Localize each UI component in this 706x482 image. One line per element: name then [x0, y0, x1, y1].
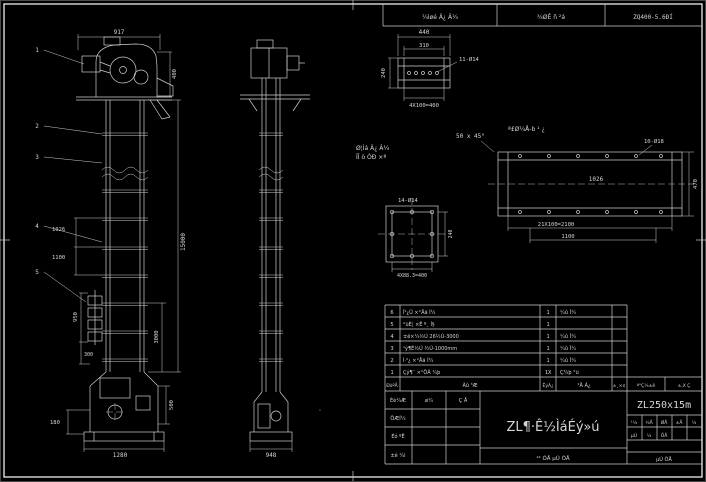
balloon-1: 1 — [35, 47, 39, 54]
dim-400: 400 — [172, 69, 178, 79]
sig-check: Éó ºË — [391, 432, 404, 440]
bom-name: ¹ý¶É½Ú ½Ú-1000mm — [403, 344, 457, 352]
bom-qty: 1 — [546, 310, 549, 316]
bom-mat: ¼û Í¼ — [560, 333, 576, 340]
bom-no: 1 — [390, 370, 393, 376]
balloon-5: 5 — [35, 269, 39, 276]
front-view: 917 400 15000 3000 1026 1100 950 300 500… — [35, 29, 187, 459]
bom-header-mark: ª°Ç¼±ê — [637, 382, 656, 389]
balloon-4: 4 — [35, 223, 39, 230]
bom-qty: 1X — [545, 370, 552, 376]
bom-qty: 1 — [546, 358, 549, 364]
header-cell-1: ¼ìøé Ä¿ Â¼ — [422, 14, 458, 21]
note-line-1: Ø¦Ìá Ä¿ Â¼ — [356, 145, 389, 152]
dim-21x100: 21X100=2100 — [538, 222, 574, 228]
bom-header-no: ÐòºÅ — [386, 382, 398, 389]
dim-1100-plate: 1100 — [561, 234, 574, 240]
grid-cell: ÕÅ — [661, 432, 669, 439]
balloon-2: 2 — [35, 123, 39, 130]
side-view: 948 · — [240, 39, 322, 459]
dim-4x100: 4X100=400 — [409, 103, 439, 109]
bom-no: 5 — [390, 322, 393, 328]
balloon-3: 3 — [35, 154, 39, 161]
grid-cell: ±Å — [676, 419, 684, 426]
dim-180: 180 — [50, 420, 60, 426]
sig-design: Éè¼Æ — [390, 396, 406, 404]
grid-cell: µÚ — [631, 432, 637, 439]
dim-1026: 1026 — [52, 227, 65, 233]
sig-sign: ø¼ — [425, 398, 433, 404]
dim-4x88: 4X88.3=400 — [397, 273, 427, 279]
bom-name: Î²¿Û ×°Åä Í¼ — [403, 309, 436, 316]
header-cell-model: ZQ400-5.6ÐÍ — [633, 13, 673, 21]
dim-240-left: 240 — [381, 68, 387, 78]
bom-mat: ¼û Í¼ — [560, 357, 576, 364]
bom-qty: 1 — [546, 334, 549, 340]
dim-240-right: 240 — [448, 229, 454, 238]
bom-mat: ¼û Í¼ — [560, 345, 576, 352]
dim-470: 470 — [693, 179, 699, 189]
holes-note-11: 11-Ø14 — [459, 56, 480, 63]
sig-standard: ±ê ¼ì — [390, 452, 406, 459]
bom-no: 2 — [390, 358, 393, 364]
bom-qty: 1 — [546, 322, 549, 328]
title-block: Éè¼Æ ø¼ Ç Å ÖÆÍ¼ Éó ºË ±ê ¼ì ZL¶·Ê½ÌáÉý»… — [385, 391, 702, 465]
pages-note: ¹² ÕÅ µÚ ÕÅ — [536, 455, 570, 462]
grid-cell: ¹¼ — [631, 420, 638, 426]
detail-plate: 10-Ø18 1026 470 21X100=2100 1100 — [488, 138, 699, 243]
sig-draw: ÖÆÍ¼ — [390, 415, 405, 422]
bom-name: ±ê×¼½Ú 26½Ú-3000 — [403, 333, 459, 340]
detail-channel: 440 310 11-Ø14 240 4X100=400 — [381, 29, 480, 109]
dim-948: 948 — [266, 452, 277, 459]
bom-name: Çý¶¯ ×°ÖÃ ¼þ — [403, 369, 440, 376]
model-number: ZL250x15m — [637, 400, 691, 411]
grid-cell: ¼Å — [645, 419, 653, 426]
holes-note-10: 10-Ø18 — [644, 138, 664, 145]
bom-no: 3 — [390, 346, 393, 352]
dim-300: 300 — [84, 352, 93, 358]
note-line-2: ÏÎ ò ÒÐ ×ª — [356, 154, 386, 161]
dim-950: 950 — [73, 312, 79, 322]
bom-name: °üÈ¦ ×Ê º¸ Í§ — [403, 320, 435, 328]
detail-flange: 14-Ø14 4X88.3=400 240 — [378, 197, 454, 279]
bom-header-rem: ±¸×¢ — [613, 383, 626, 389]
bom-header-mat: ²Ä Á¿ — [577, 382, 590, 389]
bom-qty: 1 — [546, 346, 549, 352]
dim-1280: 1280 — [113, 452, 128, 459]
flange-note: ª£Ø¼Å-b ¹ ¿ — [508, 126, 545, 133]
dim-3000: 3000 — [154, 330, 160, 343]
holes-note-14: 14-Ø14 — [398, 197, 419, 204]
sig-date: Ç Å — [459, 397, 468, 404]
sheet-count: µÚ ÕÅ — [656, 456, 672, 463]
dim-1026-plate: 1026 — [589, 176, 604, 183]
annotation-notes: Ø¦Ìá Ä¿ Â¼ ÏÎ ò ÒÐ ×ª 50 x 45° ª£Ø¼Å-b ¹… — [356, 126, 545, 161]
dim-500: 500 — [169, 400, 175, 410]
grid-cell: ¼ — [692, 420, 697, 426]
bom-mat: Ç¼þ °ü — [560, 370, 579, 376]
dim-917: 917 — [114, 29, 125, 36]
bom-no: 6 — [390, 310, 393, 316]
bom-no: 4 — [390, 334, 394, 340]
dim-310: 310 — [419, 43, 429, 49]
grid-cell: ¼ — [647, 433, 652, 439]
dim-440: 440 — [419, 29, 430, 36]
drawing-title: ZL¶·Ê½ÌáÉý»ú — [506, 419, 599, 435]
stray-mark: · — [318, 406, 322, 414]
bom-table: 6 Î²¿Û ×°Åä Í¼ 1 ¼û Í¼ 5 °üÈ¦ ×Ê º¸ Í§ 1… — [384, 304, 702, 464]
dim-1100: 1100 — [52, 255, 65, 261]
bom-mat: ¼û Í¼ — [560, 309, 576, 316]
header-cell-2: ¾ØÊ ñ ²á — [537, 13, 565, 21]
dim-15000: 15000 — [180, 233, 187, 251]
bom-header-name: Ãû ³Æ — [462, 382, 477, 389]
grid-cell: ØÅ — [661, 419, 669, 426]
bom-name: Í·²¿ ×°Åä Í¼ — [403, 357, 434, 364]
bom-header-qty: ÊýÁ¿ — [543, 381, 555, 389]
bom-header-scale: ±,X Ç — [678, 383, 691, 389]
header-strip: ¼ìøé Ä¿ Â¼ ¾ØÊ ñ ²á ZQ400-5.6ÐÍ — [382, 4, 702, 27]
chamfer-note: 50 x 45° — [456, 133, 485, 140]
